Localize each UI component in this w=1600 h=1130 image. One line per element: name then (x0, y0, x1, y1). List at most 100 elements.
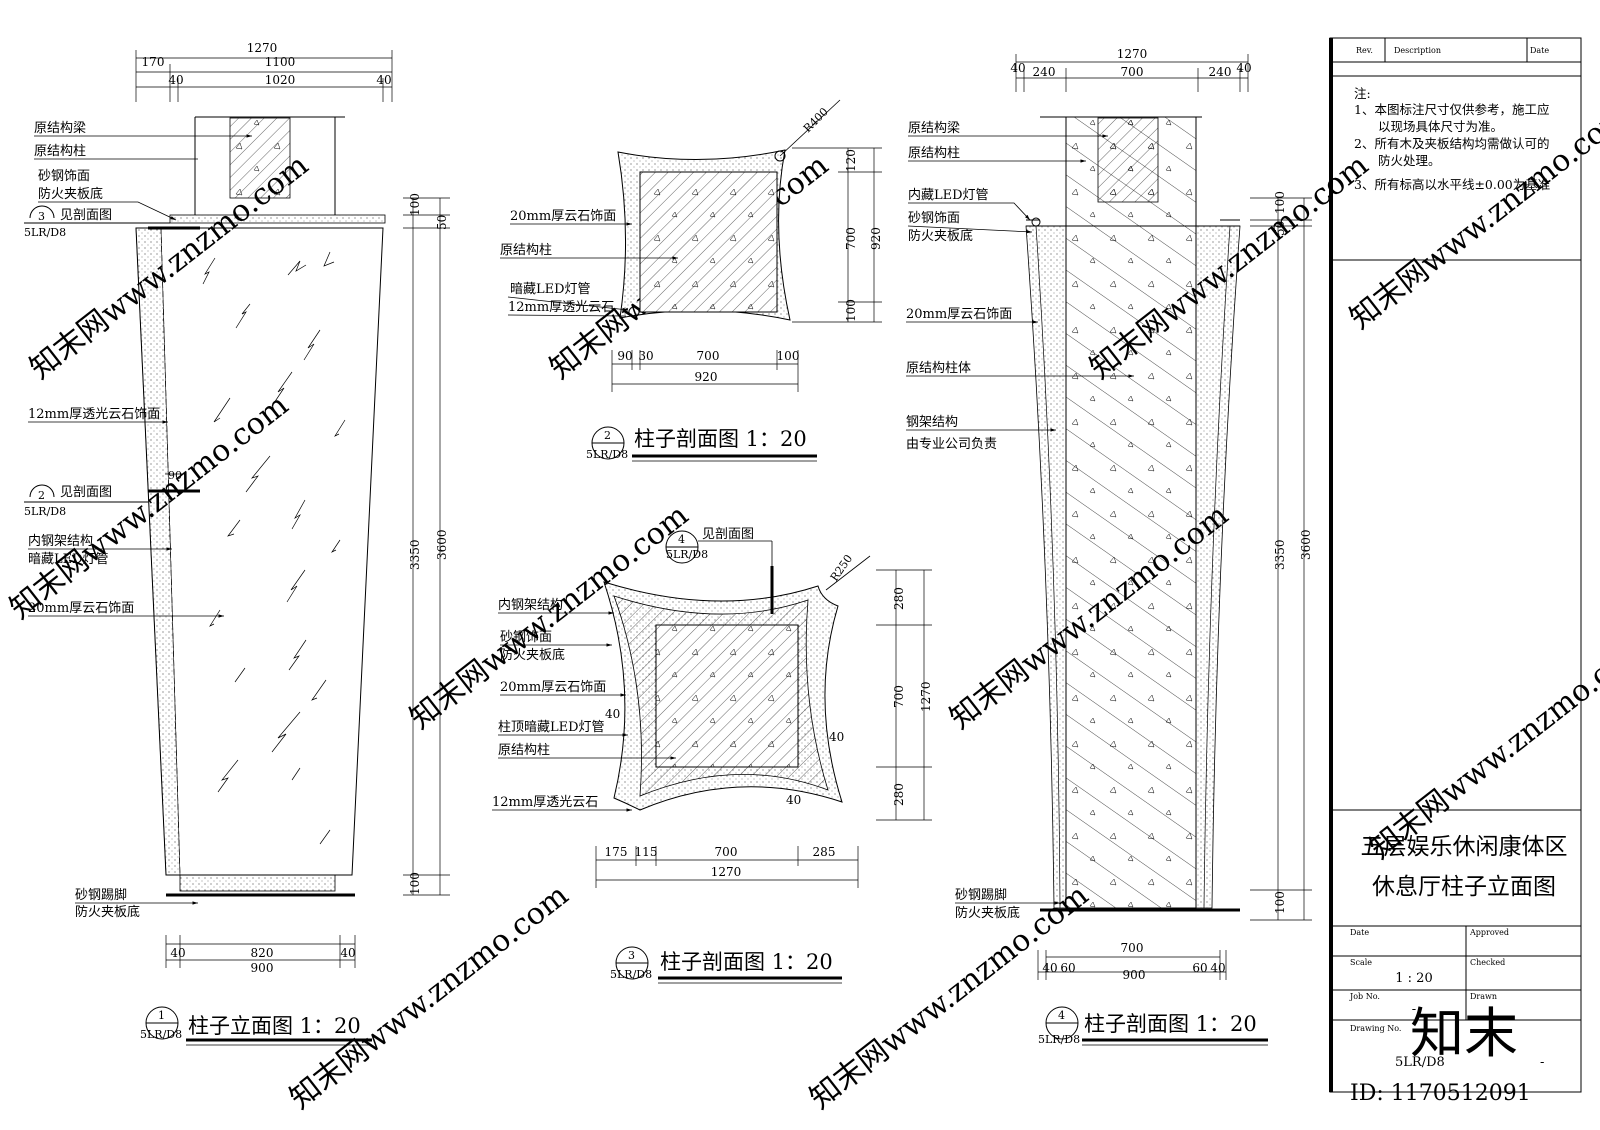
dims-bottom-3: 175 115 700 285 1270 (595, 845, 859, 888)
dim-label: 90 (617, 349, 632, 363)
dims-top-4: 1270 40 240 700 240 40 (1010, 47, 1252, 92)
callout-label: 20mm厚云石饰面 (510, 209, 616, 224)
callout-label: 20mm厚云石饰面 (906, 307, 1012, 322)
dim-label: 3600 (1299, 529, 1313, 560)
dim-label: 240 (1033, 65, 1056, 79)
callout-label: 原结构柱 (908, 146, 960, 161)
brand-logo-watermark: 知末 (1410, 1002, 1518, 1065)
scale-label: Scale (1350, 958, 1372, 967)
dim-label: 700 (715, 845, 738, 859)
callout-label: 砂钢踢脚 (955, 887, 1007, 903)
callout-label: 砂钢饰面 (908, 211, 960, 226)
callouts-3: 内钢架结构 砂钢饰面 防火夹板底 20mm厚云石饰面 柱顶暗藏LED灯管 原结构… (492, 597, 676, 812)
dims-right-3: 280 700 1270 280 (876, 569, 933, 821)
radius-label: R250 (828, 552, 855, 583)
title-ref-number: 1 (158, 1009, 165, 1022)
callout-label: 由专业公司负责 (906, 437, 997, 452)
dim-label: 50 (1273, 221, 1287, 236)
dim-label: 170 (142, 55, 165, 69)
drawing-no-value: 5LR/D8 (1395, 1055, 1445, 1070)
dim-label: 700 (697, 349, 720, 363)
dim-label: 280 (892, 783, 906, 806)
callout-label: 原结构梁 (908, 121, 960, 136)
dim-label: 90 (168, 469, 182, 482)
drawing-title: 柱子剖面图 1：20 (634, 427, 807, 451)
ref-number: 2 (38, 489, 45, 502)
radius-label: R400 (801, 105, 831, 135)
dim-label: 40 (829, 730, 844, 744)
checked-label: Checked (1470, 958, 1505, 967)
drawing-name: 休息厅柱子立面图 (1372, 874, 1556, 900)
callout-label: 砂钢饰面 (38, 169, 90, 184)
column-section-2: R400 20mm厚云石饰面 原结构柱 暗藏LED灯管 12mm厚透光云石 12… (500, 99, 883, 462)
dim-label: 3350 (1273, 539, 1287, 570)
callout-label: 防火夹板底 (908, 228, 973, 244)
ref-text: 见剖面图 (702, 527, 754, 542)
column-elevation: 1270 170 1100 40 1020 40 (24, 41, 450, 1046)
dims-top-1: 1270 170 1100 40 1020 40 (135, 41, 393, 102)
ref-number: 4 (678, 533, 685, 546)
drawing-title: 柱子剖面图 1：20 (660, 950, 833, 974)
dim-label: 1270 (711, 865, 742, 879)
callout-label: 柱顶暗藏LED灯管 (498, 720, 605, 735)
dim-label: 100 (1273, 891, 1287, 914)
watermark-text: 知末网www.znzmo.com (283, 878, 575, 1117)
ref-text: 见剖面图 (60, 485, 112, 500)
drawing-title-1: 1 5LR/D8 柱子立面图 1：20 (140, 1006, 372, 1046)
dim-label: 900 (1123, 968, 1146, 982)
title-ref-number: 2 (604, 429, 611, 442)
note-line: 防火处理。 (1378, 153, 1441, 168)
dim-label: 40 (170, 946, 185, 960)
project-title: 五层娱乐休闲康体区 (1361, 834, 1568, 860)
dim-label: 100 (408, 872, 422, 895)
dim-label: 700 (844, 227, 858, 250)
ref-sheet: 5LR/D8 (24, 226, 66, 239)
dim-label: 1270 (919, 681, 933, 712)
callout-label: 原结构柱 (500, 243, 552, 258)
dim-label: 1100 (265, 55, 296, 69)
title-ref-number: 4 (1058, 1009, 1065, 1022)
dim-label: 60 (1192, 961, 1207, 975)
dim-label: 1020 (265, 73, 296, 87)
drawing-title-2: 2 5LR/D8 柱子剖面图 1：20 (586, 426, 817, 462)
dim-label: 100 (408, 193, 422, 216)
dims-bottom-4: 700 40 60 900 60 40 (1037, 941, 1227, 982)
dim-label: 30 (638, 349, 653, 363)
dim-label: 700 (892, 685, 906, 708)
dim-label: 175 (605, 845, 628, 859)
callouts-4: 原结构梁 原结构柱 内藏LED灯管 砂钢饰面 防火夹板底 20mm厚云石饰面 原… (906, 121, 1134, 921)
note-line: 2、所有木及夹板结构均需做认可的 (1354, 136, 1549, 151)
dim-label: 3350 (408, 539, 422, 570)
note-line: 3、所有标高以水平线±0.00为基准 (1354, 177, 1550, 192)
dim-label: 920 (695, 370, 718, 384)
callouts-2: 20mm厚云石饰面 原结构柱 暗藏LED灯管 12mm厚透光云石 (500, 209, 678, 317)
callout-label: 原结构柱 (498, 743, 550, 758)
dim-label: 280 (892, 587, 906, 610)
dim-label: 1270 (247, 41, 278, 55)
callout-label: 20mm厚云石饰面 (500, 680, 606, 695)
job-value: - (1412, 1002, 1416, 1017)
dim-label: 40 (340, 946, 355, 960)
drawing-title-4: 4 5LR/D8 柱子剖面图 1：20 (1038, 1006, 1268, 1046)
dims-inner-3: 40 40 40 (605, 707, 844, 807)
title-ref-sheet: 5LR/D8 (586, 448, 628, 461)
dim-label: 40 (1236, 61, 1251, 75)
scale-value: 1 : 20 (1395, 971, 1432, 986)
see-section-ref-4: 4 5LR/D8 见剖面图 (665, 527, 773, 566)
dims-right-2: 120 700 920 100 (792, 147, 883, 323)
drawing-title-3: 3 5LR/D8 柱子剖面图 1：20 (610, 946, 842, 984)
dim-label: 120 (844, 149, 858, 172)
callout-label: 钢架结构 (906, 415, 958, 430)
notes: 注: 1、本图标注尺寸仅供参考，施工应 以现场具体尺寸为准。 2、所有木及夹板结… (1354, 86, 1550, 192)
dim-label: 40 (605, 707, 620, 721)
dim-label: 40 (376, 73, 391, 87)
callout-label: 防火夹板底 (75, 904, 140, 920)
ref-sheet: 5LR/D8 (24, 505, 66, 518)
note-line: 以现场具体尺寸为准。 (1378, 119, 1503, 134)
callout-label: 原结构柱体 (906, 361, 971, 376)
see-section-ref-3: 3 5LR/D8 见剖面图 (24, 205, 170, 239)
dim-label: 240 (1209, 65, 1232, 79)
callout-label: 防火夹板底 (38, 186, 103, 202)
ref-text: 见剖面图 (60, 208, 112, 223)
